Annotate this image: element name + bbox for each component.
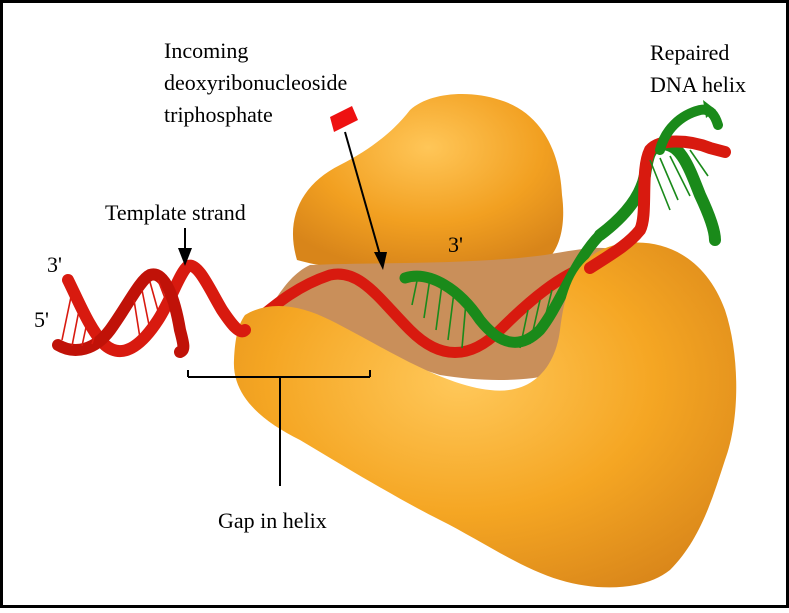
three-prime-center-label: 3' xyxy=(448,232,463,257)
incoming-label-line3: triphosphate xyxy=(164,102,273,127)
repaired-label-line1: Repaired xyxy=(650,40,729,65)
gap-label: Gap in helix xyxy=(218,508,327,533)
five-prime-left-label: 5' xyxy=(34,307,49,332)
repaired-label-line2: DNA helix xyxy=(650,72,746,97)
three-prime-left-label: 3' xyxy=(47,252,62,277)
incoming-label-line1: Incoming xyxy=(164,38,248,63)
template-strand-label: Template strand xyxy=(105,200,246,225)
incoming-label-line2: deoxyribonucleoside xyxy=(164,70,347,95)
